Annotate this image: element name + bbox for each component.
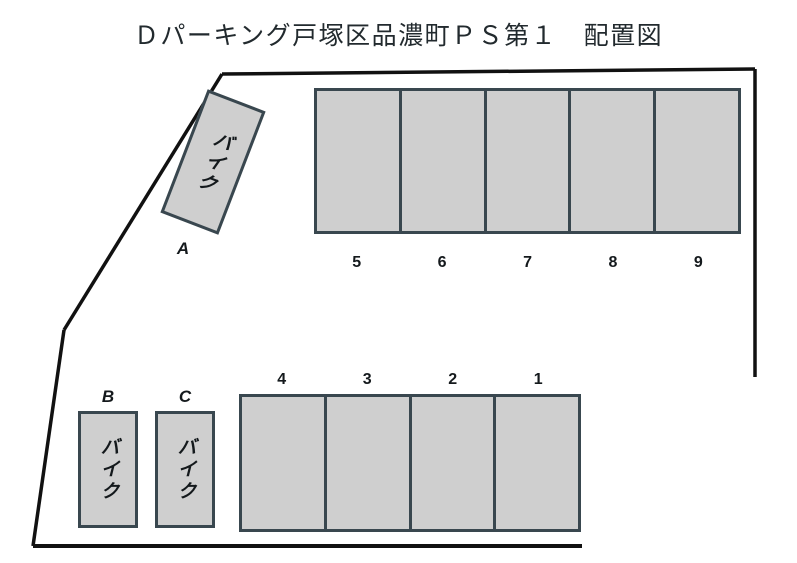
stall-number-label: 6 bbox=[437, 254, 447, 271]
page-title: Ｄパーキング戸塚区品濃町ＰＳ第１ 配置図 bbox=[133, 22, 664, 50]
bike-stall-c[interactable]: バイク bbox=[155, 411, 215, 528]
parking-stall[interactable] bbox=[571, 91, 657, 231]
stall-number-label: 5 bbox=[352, 254, 362, 271]
parking-stall[interactable] bbox=[242, 397, 327, 529]
bike-stall-b-text: バイク bbox=[97, 436, 119, 503]
boundary-upper-left-diagonal bbox=[62, 73, 224, 331]
parking-stall[interactable] bbox=[401, 91, 487, 231]
lower-parking-row bbox=[239, 394, 581, 532]
bike-stall-c-text: バイク bbox=[174, 436, 196, 503]
lower-row-number-labels: 4 3 2 1 bbox=[239, 371, 581, 389]
stall-number-label: 1 bbox=[533, 371, 543, 388]
bike-stall-b-label: B bbox=[101, 387, 115, 406]
stall-number-label: 2 bbox=[448, 371, 458, 388]
stall-number-label: 8 bbox=[608, 254, 618, 271]
stall-number-label: 3 bbox=[362, 371, 372, 388]
bike-stall-a-label: A bbox=[176, 239, 190, 258]
stall-number-label: 7 bbox=[523, 254, 532, 271]
stall-number-label: 9 bbox=[693, 254, 703, 271]
parking-stall[interactable] bbox=[496, 397, 578, 529]
parking-stall[interactable] bbox=[486, 91, 572, 231]
upper-parking-row bbox=[314, 88, 741, 234]
parking-stall[interactable] bbox=[326, 397, 412, 529]
boundary-lower-left-diagonal bbox=[31, 329, 66, 547]
bike-stall-c-label: C bbox=[178, 387, 192, 406]
parking-stall[interactable] bbox=[411, 397, 497, 529]
parking-stall[interactable] bbox=[317, 91, 402, 231]
bike-stall-b[interactable]: バイク bbox=[78, 411, 138, 528]
boundary-top-edge bbox=[221, 67, 756, 76]
parking-stall[interactable] bbox=[656, 91, 738, 231]
bike-stall-a-text: バイク bbox=[191, 127, 235, 197]
stall-number-label: 4 bbox=[277, 371, 287, 388]
upper-row-number-labels: 5 6 7 8 9 bbox=[314, 254, 741, 272]
